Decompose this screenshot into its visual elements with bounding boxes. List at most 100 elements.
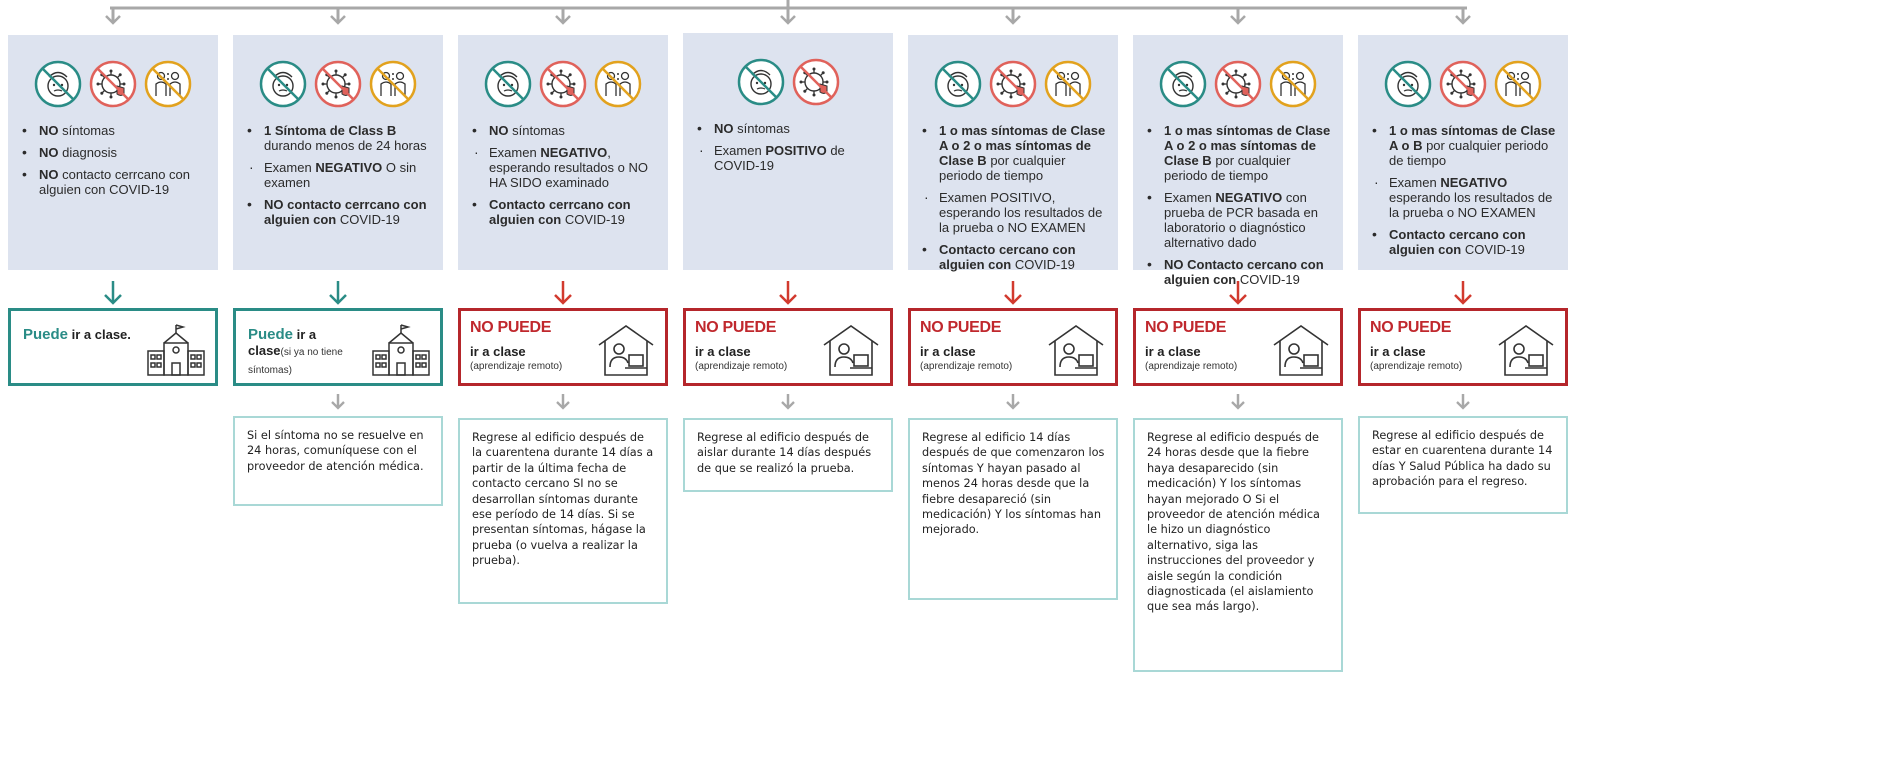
condition-bold-text: Contacto cercano con alguien con bbox=[1389, 227, 1526, 257]
contact-icon bbox=[1494, 60, 1542, 108]
outcome-lead: NO PUEDE bbox=[920, 319, 1002, 336]
condition-bold-text: NO Contacto cercano con alguien con bbox=[1164, 257, 1324, 287]
condition-text: COVID-19 bbox=[1011, 257, 1075, 272]
return-instructions: Regrese al edificio después de la cuaren… bbox=[458, 418, 668, 604]
decision-column: 1 o mas síntomas de Clase A o B por cual… bbox=[1358, 0, 1568, 762]
outcome-cannot-attend: NO PUEDE ir a clase (aprendizaje remoto) bbox=[1358, 308, 1568, 386]
decision-column: 1 o mas síntomas de Clase A o 2 o mas sí… bbox=[908, 0, 1118, 762]
contact-icon bbox=[1269, 60, 1317, 108]
sick-face-icon bbox=[34, 60, 82, 108]
outcome-note: (aprendizaje remoto) bbox=[920, 361, 1013, 372]
condition-text: con prueba de PCR basada en laboratorio … bbox=[1164, 190, 1318, 250]
red-down-arrow-icon bbox=[554, 281, 572, 305]
school-building-icon bbox=[147, 324, 205, 376]
virus-icon bbox=[989, 60, 1037, 108]
condition-panel: NO síntomasExamen POSITIVO de COVID-19 bbox=[683, 33, 893, 270]
condition-text: Examen bbox=[489, 145, 541, 160]
decision-column: NO síntomasExamen NEGATIVO, esperando re… bbox=[458, 0, 668, 762]
condition-text: síntomas bbox=[58, 123, 115, 138]
condition-bold-text: NO contacto cerrcano con alguien con bbox=[264, 197, 427, 227]
outcome-cannot-attend: NO PUEDE ir a clase (aprendizaje remoto) bbox=[458, 308, 668, 386]
condition-item: Contacto cercano con alguien con COVID-1… bbox=[922, 242, 1112, 272]
outcome-note: (aprendizaje remoto) bbox=[1370, 361, 1463, 372]
condition-text: Examen POSITIVO, esperando los resultado… bbox=[939, 190, 1103, 235]
return-instructions: Regrese al edificio después de 24 horas … bbox=[1133, 418, 1343, 672]
condition-text: por cualquier periodo de tiempo bbox=[1389, 138, 1549, 168]
condition-item: Examen POSITIVO de COVID-19 bbox=[697, 143, 887, 173]
return-instructions: Regrese al edificio después de aislar du… bbox=[683, 418, 893, 492]
sick-face-icon bbox=[484, 60, 532, 108]
contact-icon bbox=[369, 60, 417, 108]
condition-text: COVID-19 bbox=[1461, 242, 1525, 257]
outcome-text: ir a clase bbox=[1145, 344, 1201, 359]
condition-text: esperando los resultados de la prueba o … bbox=[1389, 190, 1553, 220]
condition-bold-text: NEGATIVO bbox=[1440, 175, 1508, 190]
decision-column: 1 o mas síntomas de Clase A o 2 o mas sí… bbox=[1133, 0, 1343, 762]
condition-text: Examen bbox=[264, 160, 316, 175]
condition-item: NO Contacto cercano con alguien con COVI… bbox=[1147, 257, 1337, 287]
outcome-text: ir a clase bbox=[920, 344, 976, 359]
return-instructions: Si el síntoma no se resuelve en 24 horas… bbox=[233, 416, 443, 506]
condition-bold-text: Contacto cerrcano con alguien con bbox=[489, 197, 631, 227]
virus-icon bbox=[1439, 60, 1487, 108]
outcome-note: (aprendizaje remoto) bbox=[695, 361, 788, 372]
decision-column: 1 Síntoma de Class B durando menos de 24… bbox=[233, 0, 443, 762]
condition-bold-text: NO bbox=[714, 121, 734, 136]
condition-text: COVID-19 bbox=[1236, 272, 1300, 287]
condition-bold-text: 1 o mas síntomas de Clase A o B bbox=[1389, 123, 1556, 153]
gray-down-arrow-icon bbox=[780, 8, 796, 25]
condition-item: 1 o mas síntomas de Clase A o 2 o mas sí… bbox=[1147, 123, 1337, 183]
gray-down-arrow-icon bbox=[1455, 8, 1471, 25]
contact-icon bbox=[144, 60, 192, 108]
sick-face-icon bbox=[737, 58, 784, 106]
red-down-arrow-icon bbox=[1454, 281, 1472, 305]
gray-down-arrow-icon bbox=[781, 394, 795, 410]
condition-item: Examen NEGATIVO con prueba de PCR basada… bbox=[1147, 190, 1337, 250]
gray-down-arrow-icon bbox=[556, 394, 570, 410]
condition-list: NO síntomas NO diagnosis NO contacto cerrc… bbox=[22, 123, 212, 204]
remote-learning-house-icon bbox=[1273, 325, 1329, 376]
condition-list: NO síntomasExamen NEGATIVO, esperando re… bbox=[472, 123, 662, 234]
sick-face-icon bbox=[934, 60, 982, 108]
gray-down-arrow-icon bbox=[1231, 394, 1245, 410]
gray-down-arrow-icon bbox=[1230, 8, 1246, 25]
gray-down-arrow-icon bbox=[1005, 8, 1021, 25]
condition-text: O sin examen bbox=[264, 160, 417, 190]
gray-down-arrow-icon bbox=[1006, 394, 1020, 410]
condition-item: NO contacto cerrcano con alguien con COV… bbox=[247, 197, 437, 227]
condition-bold-text: Contacto cercano con alguien con bbox=[939, 242, 1076, 272]
school-building-icon bbox=[372, 324, 430, 376]
condition-text: , esperando resultados o NO HA SIDO exam… bbox=[489, 145, 648, 190]
gray-down-arrow-icon bbox=[1456, 394, 1470, 410]
condition-bold-text: NEGATIVO bbox=[1215, 190, 1283, 205]
red-down-arrow-icon bbox=[1004, 281, 1022, 305]
condition-bold-text: NEGATIVO bbox=[315, 160, 383, 175]
condition-item: NO diagnosis bbox=[22, 145, 212, 160]
condition-text: COVID-19 bbox=[336, 212, 400, 227]
gray-down-arrow-icon bbox=[105, 8, 121, 25]
remote-learning-house-icon bbox=[823, 325, 879, 376]
condition-item: Contacto cercano con alguien con COVID-1… bbox=[1372, 227, 1562, 257]
outcome-cannot-attend: NO PUEDE ir a clase (aprendizaje remoto) bbox=[683, 308, 893, 386]
outcome-lead: NO PUEDE bbox=[1370, 319, 1452, 336]
sick-face-icon bbox=[1384, 60, 1432, 108]
sick-face-icon bbox=[259, 60, 307, 108]
decision-column: NO síntomas NO diagnosis NO contacto cerrc… bbox=[8, 0, 218, 762]
outcome-text: ir a clase bbox=[248, 327, 317, 358]
condition-text: contacto cerrcano con alguien con COVID-… bbox=[39, 167, 191, 197]
condition-text: Examen bbox=[1164, 190, 1216, 205]
outcome-lead: NO PUEDE bbox=[695, 319, 777, 336]
condition-item: 1 o mas síntomas de Clase A o 2 o mas sí… bbox=[922, 123, 1112, 183]
return-instructions: Regrese al edificio después de estar en … bbox=[1358, 416, 1568, 514]
decision-column: NO síntomasExamen POSITIVO de COVID-19 N… bbox=[683, 0, 893, 762]
condition-item: NO contacto cerrcano con alguien con COV… bbox=[22, 167, 212, 197]
condition-item: NO síntomas bbox=[22, 123, 212, 138]
outcome-text: ir a clase. bbox=[68, 327, 131, 342]
condition-bold-text: NEGATIVO bbox=[540, 145, 608, 160]
outcome-can-attend: Puede ir a clase(si ya no tiene síntomas… bbox=[233, 308, 443, 386]
return-instructions: Regrese al edificio 14 días después de q… bbox=[908, 418, 1118, 600]
condition-text: durando menos de 24 horas bbox=[264, 138, 427, 153]
outcome-text: ir a clase bbox=[1370, 344, 1426, 359]
outcome-note: (aprendizaje remoto) bbox=[1145, 361, 1238, 372]
condition-item: 1 Síntoma de Class B durando menos de 24… bbox=[247, 123, 437, 153]
